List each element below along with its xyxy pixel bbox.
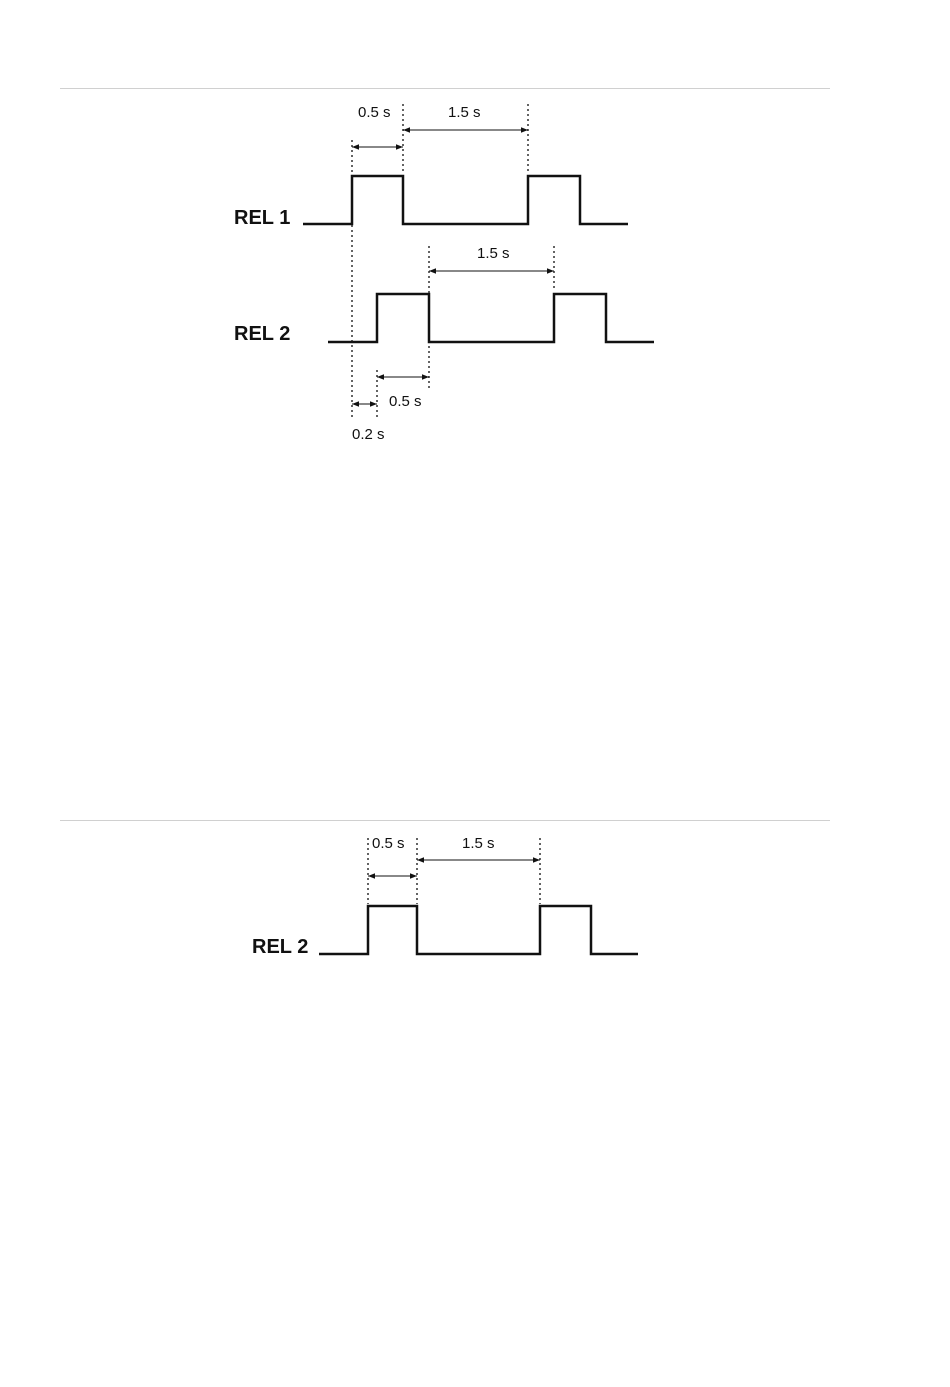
timing-diagram-rel1-rel2: REL 1 REL 2 0.5 s 1.5 s 1.5 s 0.5 s 0.2 … [0, 0, 950, 460]
dimension-label-off: 1.5 s [462, 835, 495, 852]
waveform-rel2-single [319, 906, 638, 954]
dimension-label-rel1-off: 1.5 s [448, 104, 481, 121]
waveform-rel1 [303, 176, 628, 224]
dimension-label-rel2-on: 0.5 s [389, 393, 422, 410]
waveform-rel2 [328, 294, 654, 342]
signal-label-rel2-single: REL 2 [252, 936, 308, 958]
dimension-label-rel2-off: 1.5 s [477, 245, 510, 262]
signal-label-rel2: REL 2 [234, 323, 290, 345]
timing-diagram-rel2: REL 2 0.5 s 1.5 s [0, 820, 950, 980]
dimension-label-on: 0.5 s [372, 835, 405, 852]
dimension-label-rel1-on: 0.5 s [358, 104, 391, 121]
dimension-label-delay: 0.2 s [352, 426, 385, 443]
signal-label-rel1: REL 1 [234, 207, 290, 229]
